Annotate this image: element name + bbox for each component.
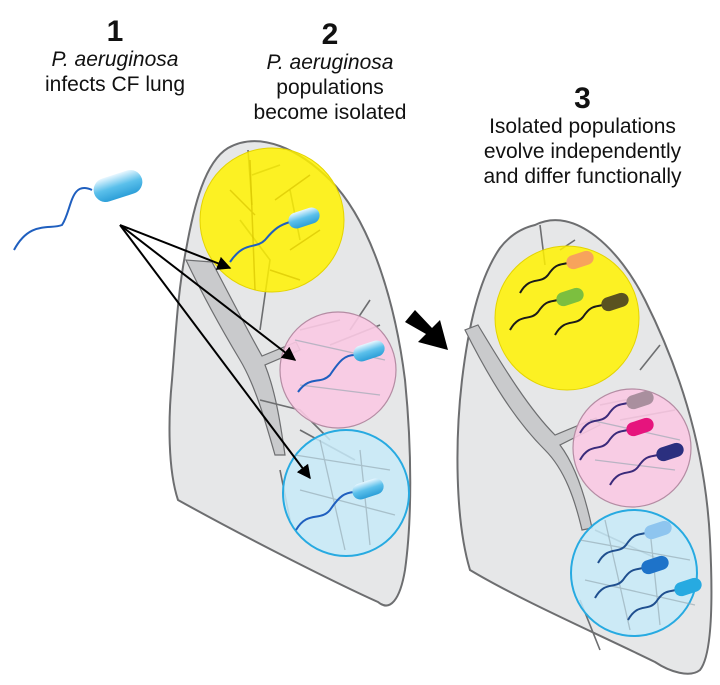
transition-arrow: [405, 310, 448, 350]
bacterium-evolved: [519, 250, 594, 294]
caption-line: P. aeruginosa: [266, 51, 394, 74]
bacterium-evolved: [627, 577, 702, 621]
caption-line: and differ functionally: [483, 164, 682, 188]
step-number: 2: [321, 18, 339, 51]
region-upper: [199, 147, 345, 293]
caption-line: become isolated: [253, 100, 407, 124]
region-middle: [279, 311, 397, 429]
bacterium-evolved: [597, 520, 672, 564]
bacterium-middle-left: [297, 340, 385, 393]
bacterium-evolved: [554, 292, 629, 336]
caption-line: infects CF lung: [44, 72, 186, 96]
bacterium-evolved: [579, 417, 654, 461]
bacterium-upper-left: [229, 207, 320, 263]
bacterium-lower-left: [295, 478, 384, 531]
region-upper: [494, 245, 640, 391]
bacterium-evolved: [509, 287, 584, 331]
airway-trunk: [185, 259, 301, 456]
step-number: 1: [106, 15, 124, 48]
step-3-caption: 3 Isolated populations evolve independen…: [445, 82, 720, 189]
bacterium-evolved: [609, 442, 684, 486]
bacterium-initial: [13, 169, 143, 251]
region-lower: [570, 509, 698, 637]
caption-line: populations: [276, 75, 384, 99]
bacterium-evolved: [579, 390, 654, 434]
caption-line: P. aeruginosa: [51, 48, 179, 71]
bacterium-evolved: [594, 555, 669, 599]
step-2-caption: 2 P. aeruginosa populations become isola…: [195, 18, 465, 125]
caption-line: Isolated populations: [489, 115, 676, 138]
infection-arrows: [119, 224, 311, 480]
step-1-caption: 1 P. aeruginosa infects CF lung: [0, 15, 230, 98]
step-number: 3: [574, 82, 591, 115]
caption-line: evolve independently: [483, 139, 682, 163]
evolved-bacteria: [509, 250, 702, 621]
lung-left: [168, 140, 412, 607]
